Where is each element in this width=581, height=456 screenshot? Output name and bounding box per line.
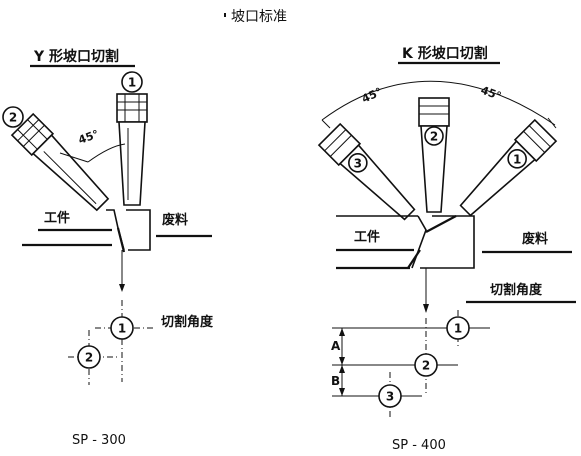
title-mark xyxy=(224,13,226,17)
torch-2-label: 2 xyxy=(9,111,17,125)
svg-text:3: 3 xyxy=(354,156,362,170)
torch-1-head xyxy=(116,93,148,123)
k-model-label: SP - 400 xyxy=(392,438,446,453)
y-scrap-block xyxy=(126,209,151,251)
y-model-label: SP - 300 xyxy=(72,433,126,448)
k-position-circle-2: 2 xyxy=(332,318,458,395)
k-dimension-ab: A B xyxy=(331,328,345,396)
y-angle-label: 45° xyxy=(77,127,101,146)
torch-1-label: 1 xyxy=(128,76,136,90)
k-position-circle-1: 1 xyxy=(332,310,490,348)
y-position-circle-1: 1 xyxy=(95,300,155,382)
svg-text:1: 1 xyxy=(454,322,462,336)
k-torch-2: 2 xyxy=(418,97,450,213)
torch-2-badge xyxy=(2,106,24,128)
k-cut-angle-label: 切割角度 xyxy=(490,282,543,298)
y-position-circle-2: 2 xyxy=(68,330,118,385)
y-cut-angle-label: 切割角度 xyxy=(161,314,214,330)
y-bevel-diagram: Y 形坡口切割 1 2 xyxy=(2,48,214,448)
svg-text:2: 2 xyxy=(430,130,438,144)
k-angle-left: 45° xyxy=(360,85,384,106)
k-angle-arc xyxy=(321,80,556,126)
k-workpiece-label: 工件 xyxy=(354,229,380,245)
torch-1-body xyxy=(118,121,146,206)
k-angle-right: 45° xyxy=(479,84,503,103)
k-scrap-label: 废料 xyxy=(522,231,548,247)
k-position-circle-3: 3 xyxy=(332,372,422,420)
k-bevel-diagram: K 形坡口切割 45° 45° 2 3 xyxy=(317,45,576,453)
svg-text:2: 2 xyxy=(422,359,430,373)
k-dimension-a: A xyxy=(331,339,341,353)
svg-text:2: 2 xyxy=(85,351,93,365)
k-bevel-heading: K 形坡口切割 xyxy=(402,45,488,62)
y-bevel-heading: Y 形坡口切割 xyxy=(33,48,119,65)
k-scrap-block xyxy=(420,215,475,269)
k-torch-3: 3 xyxy=(317,122,416,221)
svg-text:1: 1 xyxy=(513,152,521,166)
svg-text:3: 3 xyxy=(386,390,394,404)
torch-1-vertical: 1 xyxy=(116,71,148,206)
y-workpiece-label: 工件 xyxy=(44,210,70,226)
y-angle-arc xyxy=(87,143,126,163)
k-torch-1: 1 xyxy=(459,118,558,217)
page-title: 坡口标准 xyxy=(231,9,287,25)
torch-2-angled: 2 xyxy=(2,106,110,212)
y-scrap-label: 废料 xyxy=(162,212,188,228)
torch-1-badge xyxy=(121,71,143,93)
svg-text:1: 1 xyxy=(118,322,126,336)
k-dimension-b: B xyxy=(331,374,340,388)
